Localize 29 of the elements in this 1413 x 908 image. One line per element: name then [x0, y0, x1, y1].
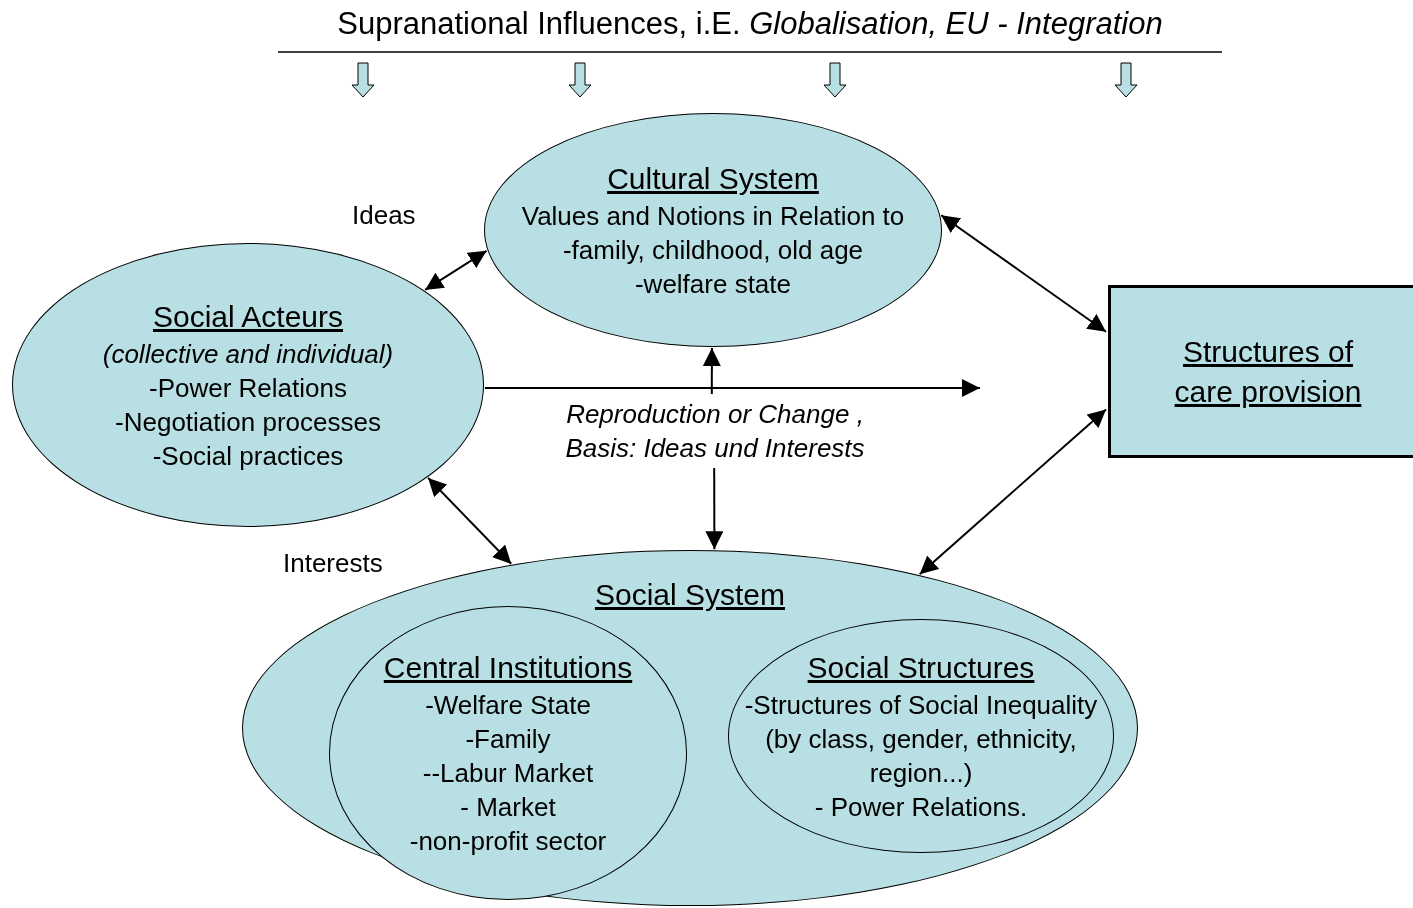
- node-text: -Welfare State: [425, 689, 591, 722]
- node-text: -Negotiation processes: [115, 406, 381, 439]
- node-text: Values and Notions in Relation to: [521, 200, 905, 233]
- arrow: [424, 249, 488, 291]
- arrow: [483, 379, 981, 397]
- arrow: [705, 467, 724, 551]
- node-heading: Structures of care provision: [1173, 333, 1363, 410]
- node-text: -Family: [465, 723, 551, 756]
- arrow: [918, 408, 1107, 576]
- node-text: -family, childhood, old age: [562, 234, 864, 267]
- node-text: (collective and individual): [102, 338, 394, 371]
- arrow: [427, 476, 513, 565]
- node-text: -non-profit sector: [409, 825, 607, 858]
- node-text: - Market: [460, 791, 556, 824]
- node-text: --Labur Market: [422, 757, 594, 790]
- node-heading: Central Institutions: [383, 650, 633, 686]
- node-heading: Social Acteurs: [152, 299, 344, 335]
- process-box: [1108, 285, 1413, 458]
- node-heading: Social System: [594, 577, 786, 613]
- arrow: [702, 347, 721, 395]
- node-text: -welfare state: [634, 268, 792, 301]
- node-heading: Cultural System: [607, 161, 819, 197]
- node-text: -Power Relations: [149, 372, 347, 405]
- arrow: [940, 214, 1107, 333]
- node-text: -Structures of Social Inequality (by class, gender, ethnicity, region...): [743, 689, 1099, 790]
- node-text: -Social practices: [152, 440, 344, 473]
- node-text: - Power Relations.: [814, 791, 1028, 824]
- title: Supranational Influences, i.E. Globalisation, EU - Integration: [336, 6, 1164, 42]
- node-heading: Social Structures: [807, 650, 1035, 686]
